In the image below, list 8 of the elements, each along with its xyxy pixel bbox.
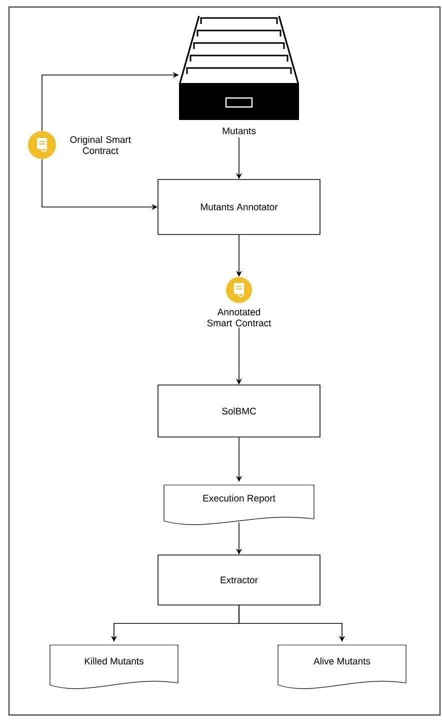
file-drawer-drawing: Mutants [179,16,299,134]
document-shape: Execution Report [164,484,314,525]
node-label: Mutants [222,128,256,134]
process-box: Mutants Annotator [158,179,320,235]
process-box: SolBMC [158,384,320,438]
document-shape: Alive Mutants [278,644,406,689]
document-shape: Killed Mutants [50,644,178,689]
process-box: Extractor [158,554,320,606]
